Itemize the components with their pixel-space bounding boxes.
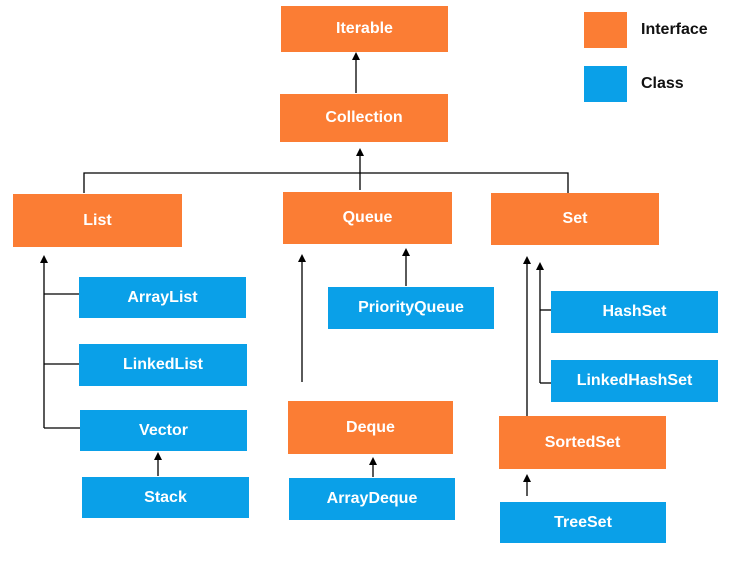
node-arraylist: ArrayList (79, 277, 246, 318)
node-queue: Queue (283, 192, 452, 244)
node-arraydeque: ArrayDeque (289, 478, 455, 520)
node-treeset: TreeSet (500, 502, 666, 543)
edge-bus-children-collection (83, 172, 569, 193)
node-list: List (13, 194, 182, 247)
node-hashset: HashSet (551, 291, 718, 333)
legend-interface-swatch (584, 12, 627, 48)
node-linkedhashset: LinkedHashSet (551, 360, 718, 402)
legend-class-swatch (584, 66, 627, 102)
node-stack: Stack (82, 477, 249, 518)
legend-class-label: Class (641, 75, 684, 92)
node-iterable: Iterable (281, 6, 448, 52)
node-sortedset: SortedSet (499, 416, 666, 469)
node-collection: Collection (280, 94, 448, 142)
node-deque: Deque (288, 401, 453, 454)
node-set: Set (491, 193, 659, 245)
node-linkedlist: LinkedList (79, 344, 247, 386)
legend-interface-label: Interface (641, 21, 708, 38)
node-priorityqueue: PriorityQueue (328, 287, 494, 329)
node-vector: Vector (80, 410, 247, 451)
